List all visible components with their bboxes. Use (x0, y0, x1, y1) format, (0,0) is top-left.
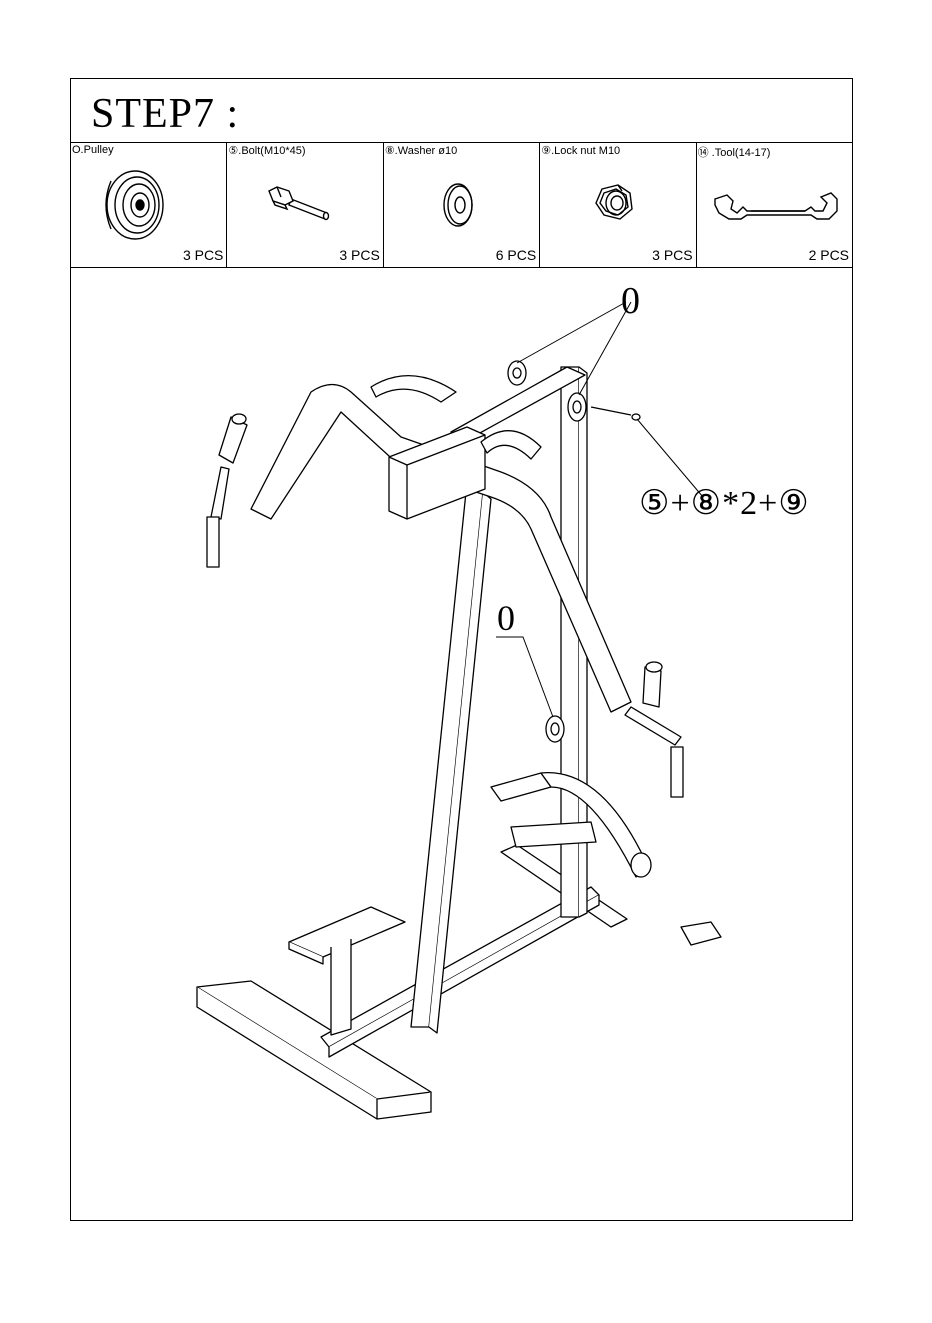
part-label: ⑨.Lock nut M10 (541, 144, 620, 157)
callout-fastener: ⑤+⑧*2+⑨ (639, 483, 810, 523)
step-title: STEP7 : (91, 93, 239, 135)
washer-icon (384, 161, 539, 247)
part-qty: 3 PCS (652, 247, 692, 263)
part-qty: 6 PCS (496, 247, 536, 263)
part-label: ⑧.Washer ø10 (385, 144, 457, 157)
part-label: O.Pulley (72, 144, 114, 156)
part-qty: 3 PCS (339, 247, 379, 263)
part-pulley: O.Pulley 3 PCS (71, 143, 227, 267)
part-tool: ⑭ .Tool(14-17) 2 PCS (697, 143, 852, 267)
part-label: ⑤.Bolt(M10*45) (228, 144, 305, 157)
callout-mid-pulley: 0 (497, 597, 515, 639)
bolt-icon (227, 161, 382, 247)
part-washer: ⑧.Washer ø10 6 PCS (384, 143, 540, 267)
part-lock-nut: ⑨.Lock nut M10 3 PCS (540, 143, 696, 267)
part-label: ⑭ .Tool(14-17) (698, 144, 771, 160)
callout-top-pulley: 0 (621, 279, 640, 323)
instruction-frame: STEP7 : O.Pulley 3 PCS ⑤.Bolt(M10*45) (70, 78, 853, 1221)
wrench-icon (697, 161, 852, 247)
pulley-icon (71, 161, 226, 247)
assembly-drawing (71, 267, 852, 1220)
part-bolt: ⑤.Bolt(M10*45) 3 PCS (227, 143, 383, 267)
part-qty: 3 PCS (183, 247, 223, 263)
parts-list: O.Pulley 3 PCS ⑤.Bolt(M10*45) (71, 142, 852, 268)
part-qty: 2 PCS (809, 247, 849, 263)
lock-nut-icon (540, 161, 695, 247)
